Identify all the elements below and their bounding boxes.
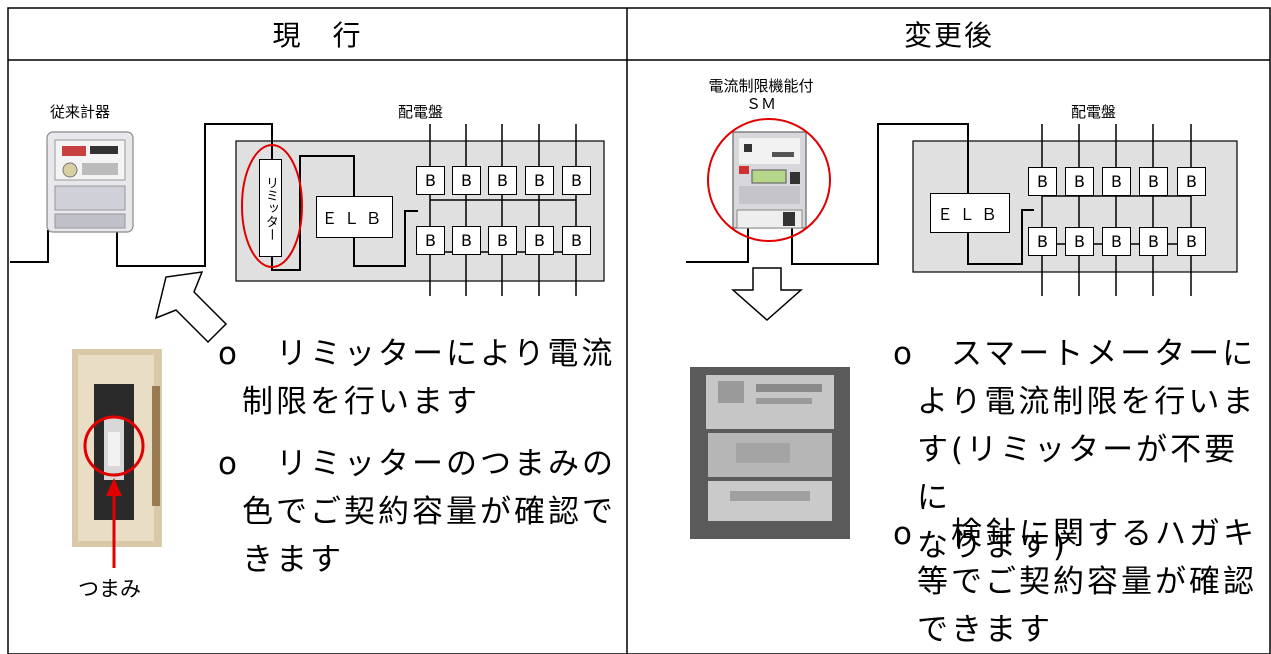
conventional-meter-label: 従来計器 xyxy=(50,103,111,121)
bullet-marker: o xyxy=(218,446,237,482)
breaker-current-top-5: B xyxy=(562,166,591,195)
bullet-line: す(リミッターが不要に xyxy=(917,432,1239,516)
bullet-marker: o xyxy=(893,516,912,552)
bullet-line: なります) xyxy=(917,528,1069,564)
distribution-panel-current xyxy=(235,140,605,282)
breaker-after-bottom-2: B xyxy=(1065,227,1094,256)
hollow-arrow-down-right xyxy=(154,271,228,344)
breaker-current-top-3: B xyxy=(488,166,517,195)
breaker-after-top-4: B xyxy=(1139,167,1168,196)
breaker-current-bottom-4: B xyxy=(525,226,554,255)
breaker-current-top-1: B xyxy=(416,166,445,195)
knob-label: つまみ xyxy=(78,577,141,601)
smart-meter-label: 電流制限機能付 ＳＭ xyxy=(696,77,826,113)
header-after: 変更後 xyxy=(903,19,994,52)
smart-meter-icon xyxy=(732,131,807,229)
current-bullet-2: o リミッターのつまみの 色でご契約容量が確認で きます xyxy=(218,440,618,584)
bullet-line: きます xyxy=(242,542,344,578)
smart-meter-label-line1: 電流制限機能付 xyxy=(708,77,814,95)
breaker-current-top-4: B xyxy=(525,166,554,195)
breaker-after-bottom-1: B xyxy=(1028,227,1057,256)
bullet-line: 色でご契約容量が確認で xyxy=(242,494,616,530)
breaker-after-top-1: B xyxy=(1028,167,1057,196)
knob-pointer-arrow xyxy=(106,478,122,568)
smart-meter-highlight-ring xyxy=(707,118,831,242)
breaker-after-top-5: B xyxy=(1177,167,1206,196)
breaker-current-bottom-3: B xyxy=(488,226,517,255)
limiter-knob-photo xyxy=(72,349,162,547)
bullet-line: リミッターのつまみの xyxy=(242,446,616,482)
breaker-after-top-2: B xyxy=(1065,167,1094,196)
breaker-after-bottom-5: B xyxy=(1177,227,1206,256)
bullet-marker: o xyxy=(218,336,237,372)
breaker-after-top-3: B xyxy=(1102,167,1131,196)
breaker-current-bottom-2: B xyxy=(452,226,481,255)
bullet-line: リミッターにより電流 xyxy=(242,336,616,372)
bullet-line: 検針に関するハガキ xyxy=(917,516,1257,552)
bullet-marker: o xyxy=(893,336,912,372)
knob-highlight-ring xyxy=(83,415,145,477)
bullet-line: より電流制限を行いま xyxy=(917,384,1257,420)
elb-box-after: ＥＬＢ xyxy=(930,193,1010,233)
limiter-highlight-ring xyxy=(241,144,303,268)
smart-meter-label-line2: ＳＭ xyxy=(745,95,776,113)
panel-label-current: 配電盤 xyxy=(398,103,444,121)
panel-label-after: 配電盤 xyxy=(1071,103,1117,121)
after-bullet-2: o 検針に関するハガキ 等でご契約容量が確認 できます xyxy=(893,510,1269,654)
hollow-arrow-down xyxy=(731,267,803,322)
current-bullet-1: o リミッターにより電流 制限を行います xyxy=(218,330,618,426)
breaker-current-bottom-1: B xyxy=(416,226,445,255)
current-wiring-diagram xyxy=(10,123,605,568)
after-bullet-1: o スマートメーターに より電流制限を行いま す(リミッターが不要に なります) xyxy=(893,330,1269,570)
elb-box-current: ＥＬＢ xyxy=(316,196,393,238)
header-current: 現 行 xyxy=(272,19,363,52)
breaker-current-top-2: B xyxy=(452,166,481,195)
limiter-box: リミッター xyxy=(259,159,282,257)
bullet-line: 制限を行います xyxy=(242,384,480,420)
smart-meter-photo xyxy=(690,367,850,539)
bullet-line: 等でご契約容量が確認 xyxy=(917,564,1257,600)
breaker-after-bottom-3: B xyxy=(1102,227,1131,256)
breaker-after-bottom-4: B xyxy=(1139,227,1168,256)
bullet-line: できます xyxy=(917,612,1053,648)
conventional-meter-icon xyxy=(46,131,134,233)
breaker-current-bottom-5: B xyxy=(562,226,591,255)
bullet-line: スマートメーターに xyxy=(917,336,1257,372)
